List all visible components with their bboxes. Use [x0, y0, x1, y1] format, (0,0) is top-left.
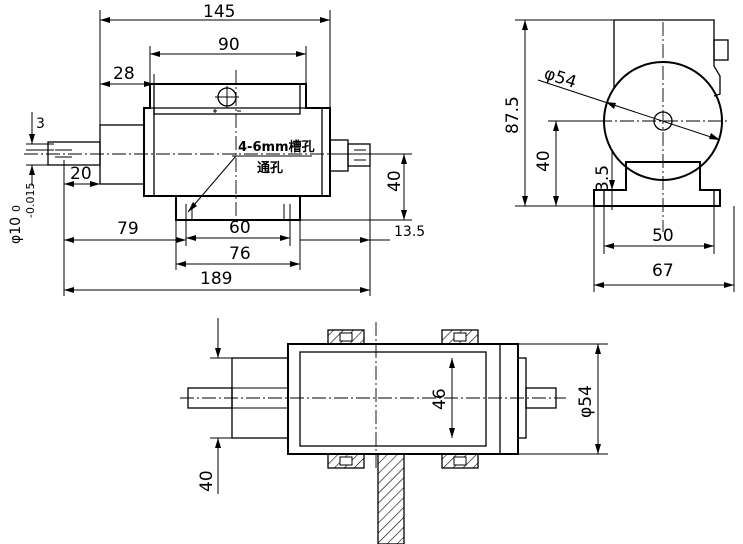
- dim-3: 3: [36, 116, 45, 132]
- dim-90: 90: [218, 35, 240, 55]
- front-view: [24, 70, 380, 222]
- dim-145: 145: [203, 2, 235, 22]
- dim-20: 20: [70, 164, 92, 184]
- dim-87-5: 87.5: [503, 96, 523, 134]
- dim-13-5: 13.5: [394, 224, 425, 240]
- dim-79: 79: [117, 219, 139, 239]
- dim-40-front: 40: [385, 170, 405, 192]
- dim-phi54-side: φ54: [541, 64, 578, 93]
- dim-46: 46: [430, 388, 450, 410]
- dim-phi54-top: φ54: [576, 385, 596, 418]
- side-dimensions: [515, 19, 735, 292]
- note-through-hole: 通孔: [257, 160, 283, 176]
- dim-60: 60: [229, 218, 251, 238]
- dim-tol-lower: -0.015: [24, 183, 37, 218]
- top-view: [180, 322, 566, 544]
- dim-40-top: 40: [197, 470, 217, 492]
- dim-76: 76: [229, 244, 251, 264]
- top-dimensions: [210, 318, 608, 494]
- dim-189: 189: [200, 269, 232, 289]
- side-view: [593, 19, 729, 232]
- dim-phi10: φ10: [8, 217, 24, 244]
- note-slot-holes: 4-6mm槽孔: [238, 139, 315, 155]
- dim-50: 50: [652, 226, 674, 246]
- front-dimensions: [26, 10, 412, 296]
- dim-tol-upper: 0: [10, 205, 23, 212]
- connector-symbol: [213, 86, 241, 113]
- dim-67: 67: [652, 261, 674, 281]
- dim-3-5: 3.5: [593, 165, 613, 192]
- dim-40-side: 40: [534, 150, 554, 172]
- dim-28: 28: [113, 64, 135, 84]
